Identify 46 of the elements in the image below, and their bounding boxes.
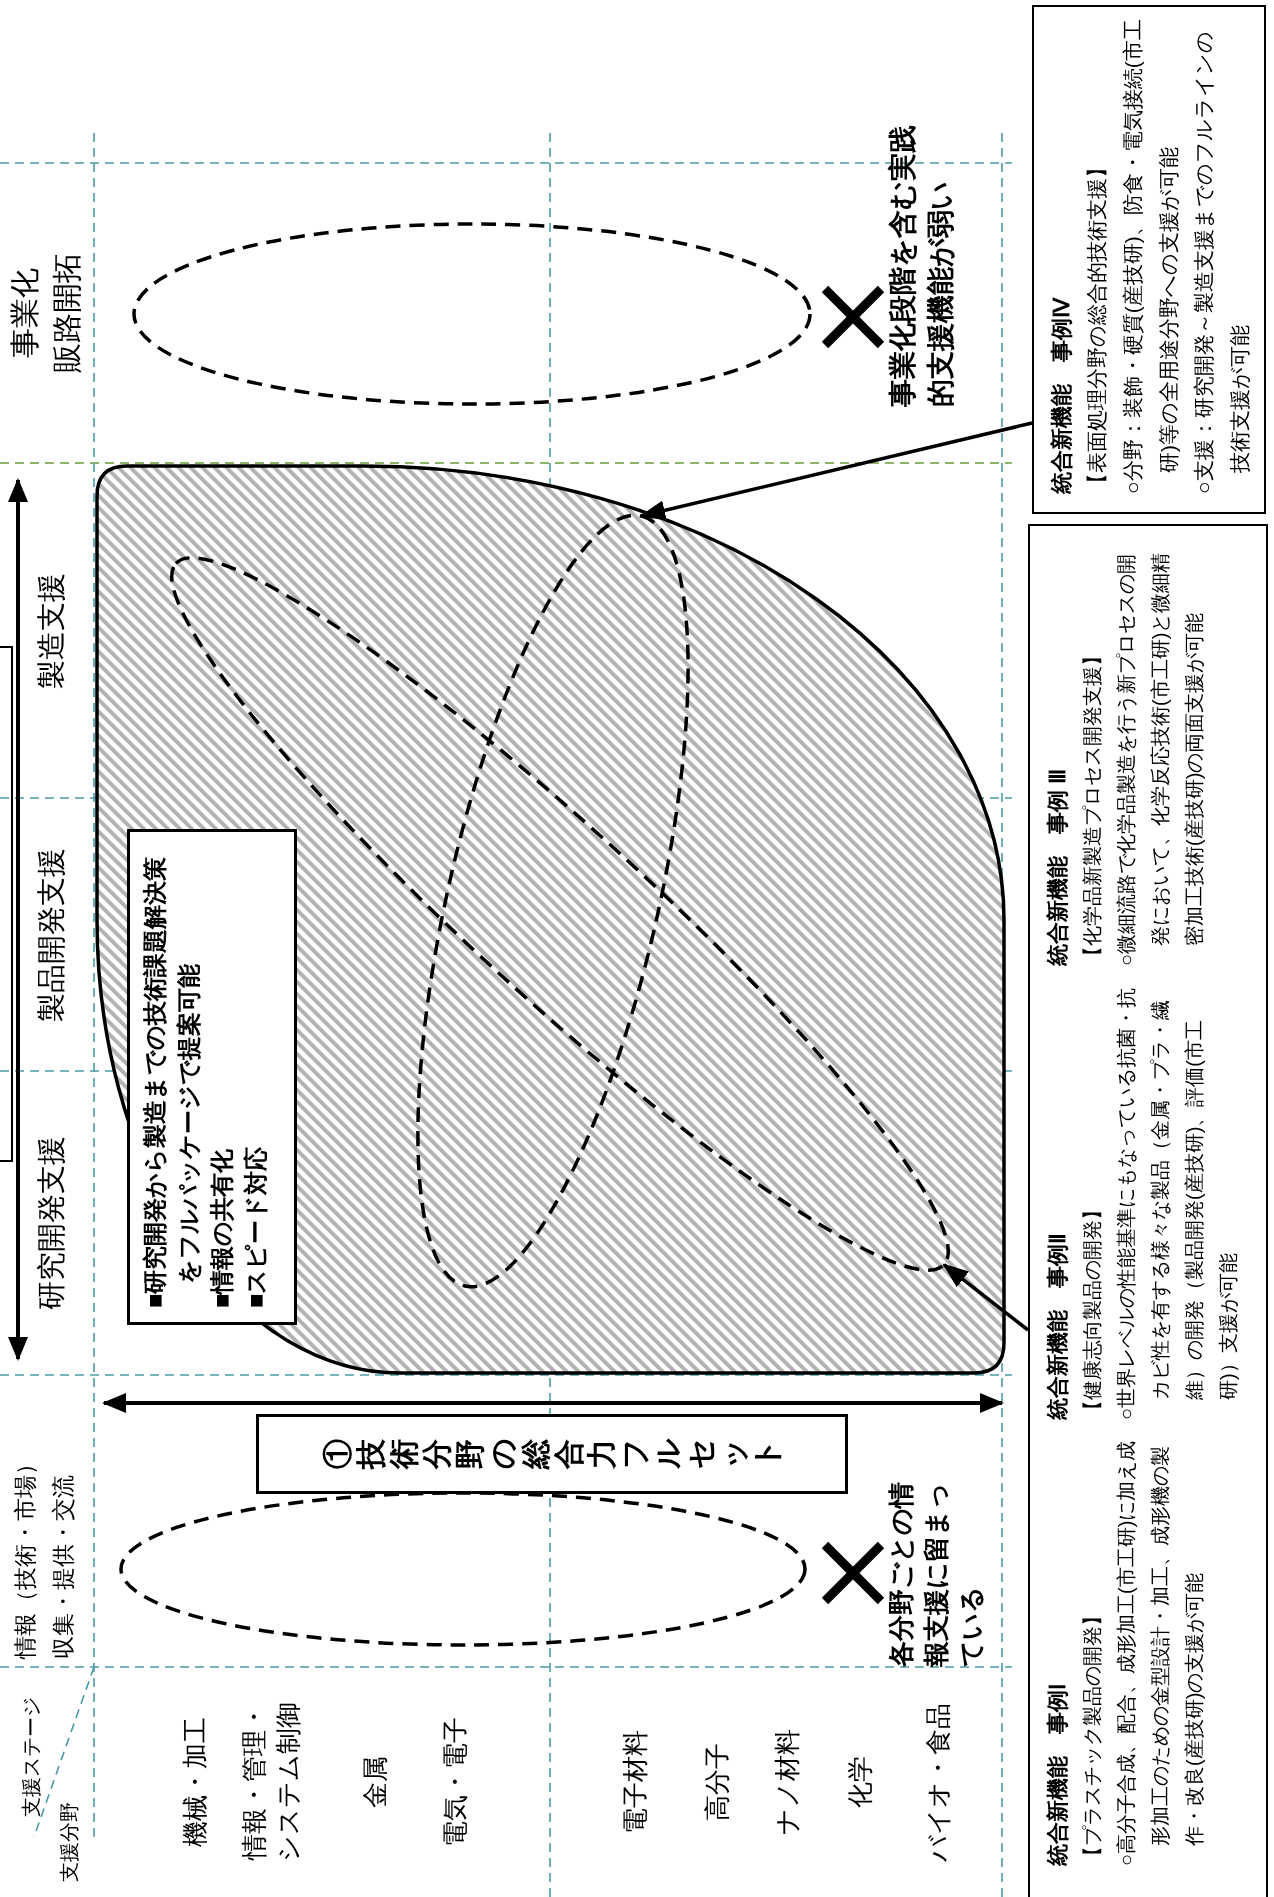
row-label: 化学: [844, 1755, 876, 1810]
case-description: ○高分子合成、配合、成形加工(市工研)に加え成形加工のための金型設計・加工、成形機の製作・改良(産技研)の支援が可能: [1114, 1439, 1207, 1866]
dashed-ellipse: [132, 222, 812, 406]
note-text: 事業化段階を含む実践的支援機能が弱い: [886, 124, 957, 407]
row-label: 電子材料: [619, 1729, 651, 1836]
case-description: ○微細流路で化学品製造を行う新プロセスの開発において、化学反応技術(市工研)と微細精密加工技術(産技研)の両面支援が可能: [1114, 551, 1207, 966]
bullet-text: ■情報の共有化: [207, 1147, 237, 1308]
column-header: 研究開発支援: [34, 1135, 68, 1312]
case-box: [1028, 524, 1268, 1897]
case-title: 統合新機能 事例Ⅱ: [1044, 1232, 1071, 1420]
column-header: 販路開拓: [49, 252, 84, 375]
dashed-ellipse: [119, 1491, 807, 1647]
column-header: 製品開発支援: [34, 846, 68, 1024]
column-header: 収集・提供・交流: [49, 1474, 77, 1659]
arrow: [942, 1263, 1030, 1332]
case-description: ○分野：装飾・硬質(産技研)、防食・電気接続(市工研)等の全用途分野への支援が可能: [1119, 18, 1181, 494]
note-text: 各分野ごとの情報支援に留まっている: [885, 1481, 988, 1667]
text-box: [127, 829, 297, 1325]
corner-label: 支援分野: [57, 1801, 81, 1884]
case-subtitle: 【表面処理分野の総合的技術支援】: [1084, 156, 1110, 494]
case-description: ○支援：研究開発～製造支援までのフルラインの技術支援が可能: [1191, 30, 1252, 494]
column-header: 製造支援: [34, 571, 68, 691]
row-label: 情報・管理・システム制御: [238, 1701, 304, 1864]
case-subtitle: 【健康志向製品の開発】: [1080, 1199, 1105, 1420]
column-header: 情報（技術・市場）: [11, 1451, 39, 1659]
case-description: ○世界レベルの性能基準にもなっている抗菌・抗カビ性を有する様々な製品（金属・プラ・繊維）の開発（製品開発(産技研)、評価(市工研)）支援が可能: [1114, 986, 1241, 1420]
vertical-title: ①技術分野の総合力フルセット: [321, 1439, 783, 1469]
label-box: [256, 1414, 848, 1494]
case-subtitle: 【プラスチック製品の開発】: [1080, 1605, 1105, 1866]
row-label: バイオ・食品: [922, 1701, 954, 1864]
case-subtitle: 【化学品新製造プロセス開発支援】: [1080, 645, 1105, 966]
row-label: 電気・電子: [439, 1716, 471, 1849]
case-title: 統合新機能 事例Ⅰ: [1044, 1683, 1071, 1866]
bullet-text: ■研究開発から製造までの技術課題解決策をフルパッケージで提案可能: [140, 855, 203, 1308]
case-title: 統合新機能 事例 Ⅲ: [1044, 767, 1071, 966]
case-title: 統合新機能 事例Ⅳ: [1048, 296, 1075, 494]
arrow: [639, 421, 1033, 521]
case-box: [1032, 5, 1266, 514]
dashed-ellipse: [416, 514, 690, 1288]
bullet-text: ■スピード対応: [240, 1145, 270, 1308]
row-label: 金属: [359, 1755, 391, 1810]
column-header: 事業化: [7, 267, 42, 360]
row-label: 機械・加工: [179, 1716, 211, 1849]
corner-label: 支援ステージ: [19, 1696, 43, 1819]
row-label: 高分子: [701, 1742, 733, 1823]
row-label: ナノ材料: [771, 1728, 803, 1837]
